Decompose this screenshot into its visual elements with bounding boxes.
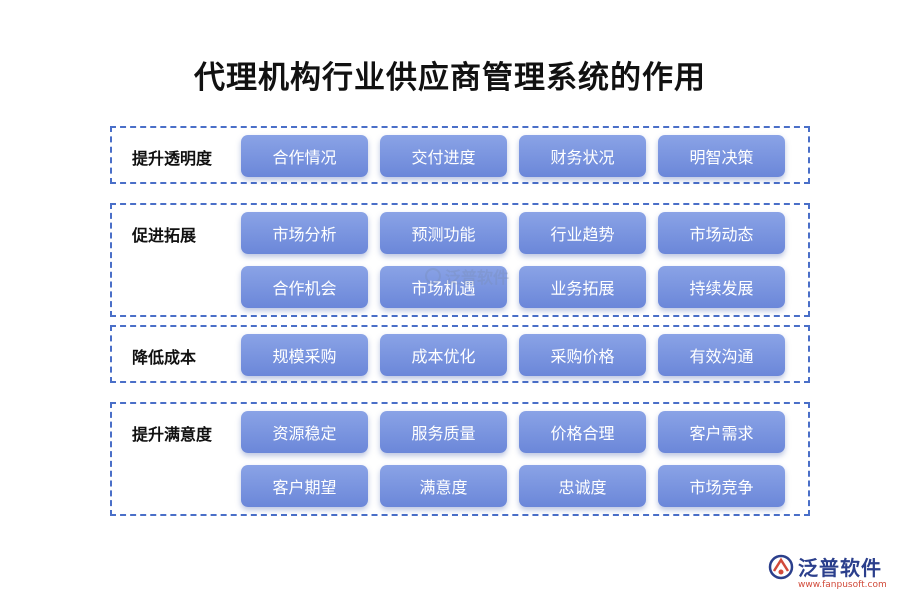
item-box: 市场分析 [241,212,368,254]
item-box: 行业趋势 [519,212,646,254]
item-box: 成本优化 [380,334,507,376]
item-box: 客户期望 [241,465,368,507]
item-box: 规模采购 [241,334,368,376]
item-box: 预测功能 [380,212,507,254]
item-box: 客户需求 [658,411,785,453]
item-box: 市场竞争 [658,465,785,507]
item-box: 合作情况 [241,135,368,177]
section-label: 提升满意度 [132,425,213,444]
item-box: 合作机会 [241,266,368,308]
brand-logo: 泛普软件 [768,552,882,581]
section-transparency: 提升透明度 合作情况 交付进度 财务状况 明智决策 [110,126,810,184]
fanpu-logo-icon [768,554,794,579]
item-box: 市场机遇 [380,266,507,308]
watermark-logo-icon [425,268,441,284]
item-box: 交付进度 [380,135,507,177]
item-box: 忠诚度 [519,465,646,507]
item-box: 采购价格 [519,334,646,376]
section-cost-reduction: 降低成本 规模采购 成本优化 采购价格 有效沟通 [110,325,810,383]
logo-name: 泛普软件 [798,556,882,580]
item-box: 财务状况 [519,135,646,177]
item-box: 满意度 [380,465,507,507]
item-box: 明智决策 [658,135,785,177]
item-box: 持续发展 [658,266,785,308]
item-box: 价格合理 [519,411,646,453]
logo-url: www.fanpusoft.com [798,580,887,590]
section-label: 提升透明度 [132,149,213,168]
watermark-text: 泛普软件 [445,268,510,287]
section-label: 降低成本 [132,348,197,367]
watermark: 泛普软件 [425,264,509,288]
item-box: 业务拓展 [519,266,646,308]
section-satisfaction: 提升满意度 资源稳定 服务质量 价格合理 客户需求 客户期望 满意度 忠诚度 市… [110,402,810,516]
item-box: 市场动态 [658,212,785,254]
section-label: 促进拓展 [132,226,197,245]
item-box: 资源稳定 [241,411,368,453]
item-box: 服务质量 [380,411,507,453]
item-box: 有效沟通 [658,334,785,376]
page-title: 代理机构行业供应商管理系统的作用 [194,60,706,96]
section-expansion: 促进拓展 市场分析 预测功能 行业趋势 市场动态 合作机会 市场机遇 业务拓展 … [110,203,810,317]
